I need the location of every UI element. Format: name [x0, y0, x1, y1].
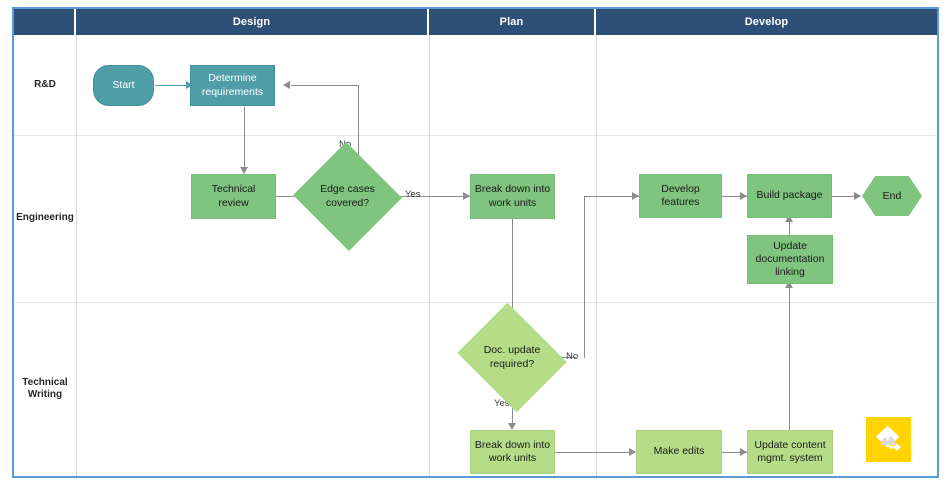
node-break-down-engineering-line2: work units — [488, 196, 537, 209]
node-doc-update-label: Doc. update required? — [470, 322, 554, 393]
lane-separator-engineering-techwriting — [14, 302, 937, 303]
connector-docupdate-no-riser — [584, 196, 586, 358]
phase-header-develop-label: Develop — [744, 16, 789, 28]
node-edge-cases-line2: covered? — [325, 196, 370, 209]
connector-build-to-end — [832, 196, 860, 198]
connector-edgecases-no-horizontal — [291, 85, 359, 87]
lucidchart-glyph-icon — [875, 425, 902, 452]
node-update-content-mgmt-system[interactable]: Update content mgmt. system — [747, 430, 833, 474]
connector-updatecms-to-updatedoc-arrowhead — [785, 281, 793, 288]
node-build-package-label: Build package — [756, 189, 823, 202]
connector-docupdate-no-to-develop — [584, 196, 639, 198]
connector-start-to-determine-arrowhead — [186, 81, 193, 89]
node-break-down-engineering[interactable]: Break down into work units — [470, 174, 555, 219]
node-doc-update-line2: required? — [489, 357, 535, 370]
connector-docupdate-yes-arrowhead — [508, 423, 516, 430]
connector-updatedoc-to-build — [789, 220, 791, 235]
connector-breakdowntw-to-makeedits-arrowhead — [629, 448, 636, 456]
phase-separator-design-plan — [429, 35, 430, 476]
lane-label-engineering: Engineering — [14, 135, 76, 302]
node-technical-review-line2: review — [218, 196, 249, 209]
phase-separator-plan-develop — [596, 35, 597, 476]
lane-label-techwriting-line1: Technical — [22, 376, 68, 388]
node-start-label: Start — [112, 78, 135, 91]
node-update-doc-line2: documentation — [755, 252, 825, 265]
lane-label-rnd: R&D — [14, 35, 76, 135]
node-edge-cases-line1: Edge cases — [320, 183, 375, 196]
connector-determine-to-review-vertical — [244, 107, 246, 169]
phase-header-corner — [14, 9, 76, 35]
connector-review-to-edgecases — [275, 196, 307, 198]
connector-breakdown-to-docupdate — [512, 219, 514, 319]
node-build-package[interactable]: Build package — [747, 174, 832, 218]
connector-develop-to-build — [722, 196, 748, 198]
lucidchart-logo-icon — [866, 417, 911, 462]
lane-separator-rnd-engineering — [14, 135, 937, 136]
node-edge-cases-label: Edge cases covered? — [308, 159, 387, 234]
connector-edgecases-yes — [387, 196, 470, 198]
node-end-label: End — [882, 190, 902, 202]
node-update-cms-line1: Update content — [754, 438, 826, 451]
connector-determine-to-review-arrowhead — [240, 167, 248, 174]
edge-label-docupdate-no: No — [566, 351, 578, 362]
edge-label-edgecases-yes-text: Yes — [405, 189, 421, 200]
node-determine-requirements-line1: Determine — [208, 72, 257, 85]
connector-makeedits-to-updatecms — [722, 452, 748, 454]
node-make-edits[interactable]: Make edits — [636, 430, 722, 474]
phase-header-plan: Plan — [429, 9, 596, 35]
node-start[interactable]: Start — [93, 65, 154, 106]
connector-edgecases-no-riser — [358, 85, 360, 141]
node-update-doc-line1: Update — [773, 239, 807, 252]
edge-label-edgecases-yes: Yes — [405, 189, 421, 200]
connector-docupdate-yes — [512, 394, 514, 426]
phase-header-plan-label: Plan — [499, 16, 524, 28]
node-develop-features[interactable]: Develop features — [639, 174, 722, 218]
node-update-doc-line3: linking — [775, 266, 805, 279]
connector-makeedits-to-updatecms-arrowhead — [740, 448, 747, 456]
phase-separator-label-design — [76, 35, 77, 476]
connector-updatedoc-to-build-arrowhead — [785, 215, 793, 222]
node-break-down-technical-writing[interactable]: Break down into work units — [470, 430, 555, 474]
node-technical-review-line1: Technical — [211, 183, 256, 196]
edge-label-docupdate-yes-text: Yes — [494, 398, 510, 409]
lane-label-technical-writing: Technical Writing — [14, 302, 76, 476]
lane-label-engineering-text: Engineering — [16, 212, 74, 224]
node-determine-requirements[interactable]: Determine requirements — [190, 65, 275, 106]
node-make-edits-label: Make edits — [653, 445, 705, 458]
connector-updatecms-to-updatedoc — [789, 287, 791, 430]
phase-header-design-label: Design — [232, 16, 271, 28]
connector-breakdowntw-to-makeedits — [555, 452, 635, 454]
connector-develop-to-build-arrowhead — [740, 192, 747, 200]
phase-header-develop: Develop — [596, 9, 937, 35]
connector-edgecases-no-arrowhead — [283, 81, 290, 89]
edge-label-docupdate-yes: Yes — [494, 398, 510, 409]
node-develop-features-line2: features — [661, 196, 700, 208]
connector-start-to-determine — [155, 85, 189, 87]
diagram-frame: Design Plan Develop R&D Engineering Tech… — [12, 7, 939, 478]
node-determine-requirements-line2: requirements — [201, 85, 264, 98]
node-break-down-engineering-line1: Break down into — [474, 183, 551, 196]
lane-label-techwriting-line2: Writing — [27, 389, 63, 400]
edge-label-docupdate-no-text: No — [566, 351, 579, 362]
node-update-cms-line2: mgmt. system — [757, 452, 823, 464]
connector-docupdate-no-arrowhead — [632, 192, 639, 200]
node-update-documentation-linking[interactable]: Update documentation linking — [747, 235, 833, 284]
node-break-down-tw-line2: work units — [488, 452, 537, 464]
connector-edgecases-yes-arrowhead — [463, 192, 470, 200]
node-develop-features-line1: Develop — [661, 182, 700, 195]
lane-label-rnd-text: R&D — [34, 78, 56, 90]
connector-docupdate-no-stub — [557, 357, 576, 359]
connector-build-to-end-arrowhead — [854, 192, 861, 200]
node-technical-review[interactable]: Technical review — [191, 174, 276, 219]
node-doc-update-line1: Doc. update — [483, 344, 541, 357]
node-doc-update-required[interactable]: Doc. update required? — [457, 302, 567, 413]
node-break-down-tw-line1: Break down into — [474, 438, 551, 451]
node-end[interactable]: End — [862, 176, 922, 216]
node-edge-cases-covered[interactable]: Edge cases covered? — [293, 142, 402, 251]
phase-header-design: Design — [76, 9, 429, 35]
